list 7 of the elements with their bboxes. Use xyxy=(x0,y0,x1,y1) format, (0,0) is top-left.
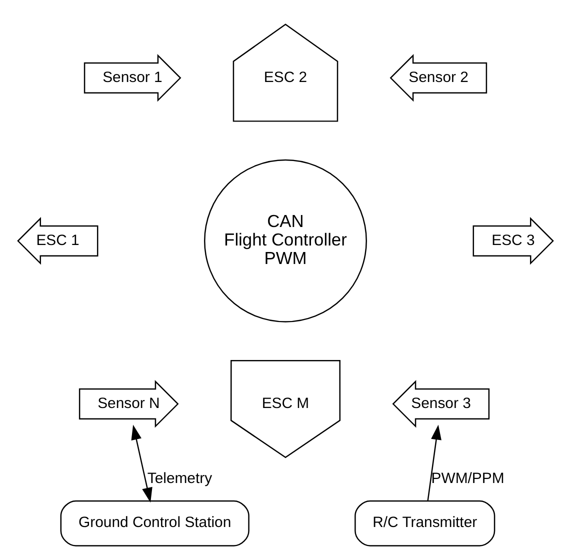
edge-label: PWM/PPM xyxy=(430,470,504,488)
arrow xyxy=(130,424,152,503)
arrow xyxy=(426,424,441,501)
node-box: Ground Control Station xyxy=(60,500,249,546)
node-circle: CAN Flight Controller PWM xyxy=(204,159,366,322)
node-box: R/C Transmitter xyxy=(354,500,495,546)
edge-label: Telemetry xyxy=(146,470,212,488)
